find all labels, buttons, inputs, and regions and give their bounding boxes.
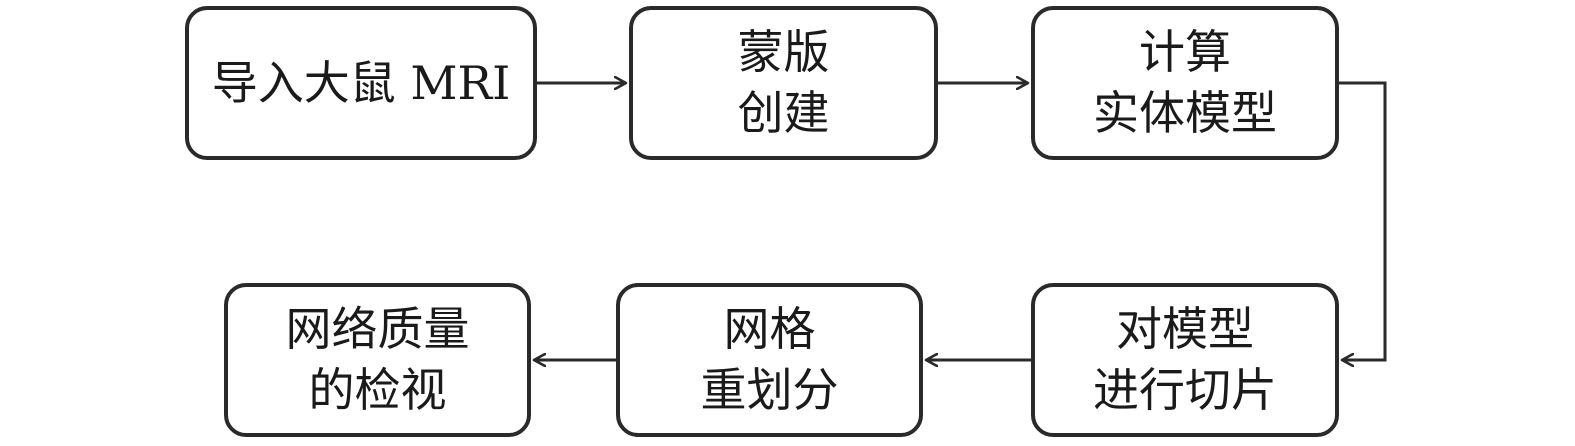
step-mesh-remesh-line-2: 重划分 — [700, 363, 839, 417]
step-mesh-remesh-line-1: 网格 — [723, 302, 816, 357]
step-mask-creation: 蒙版 创建 — [629, 6, 938, 160]
step-compute-solid-model-line-1: 计算 — [1139, 25, 1231, 80]
step-compute-solid-model: 计算 实体模型 — [1031, 6, 1339, 160]
step-mesh-quality-check-line-1: 网络质量 — [285, 302, 470, 357]
step-mesh-quality-check-line-2: 的检视 — [308, 363, 447, 417]
step-mesh-remesh: 网格 重划分 — [616, 283, 923, 437]
step-mesh-quality-check: 网络质量 的检视 — [224, 283, 531, 437]
step-mask-creation-line-2: 创建 — [737, 86, 830, 140]
step-slice-model-line-2: 进行切片 — [1093, 363, 1277, 417]
step-slice-model-line-1: 对模型 — [1116, 302, 1254, 357]
step-import-mri-line-1: 导入大鼠 MRI — [211, 55, 511, 110]
step-compute-solid-model-line-2: 实体模型 — [1093, 86, 1277, 140]
step-slice-model: 对模型 进行切片 — [1031, 283, 1339, 437]
arrow-compute-to-slice — [1339, 81, 1387, 360]
step-import-mri: 导入大鼠 MRI — [185, 6, 537, 160]
step-mask-creation-line-1: 蒙版 — [737, 25, 830, 80]
